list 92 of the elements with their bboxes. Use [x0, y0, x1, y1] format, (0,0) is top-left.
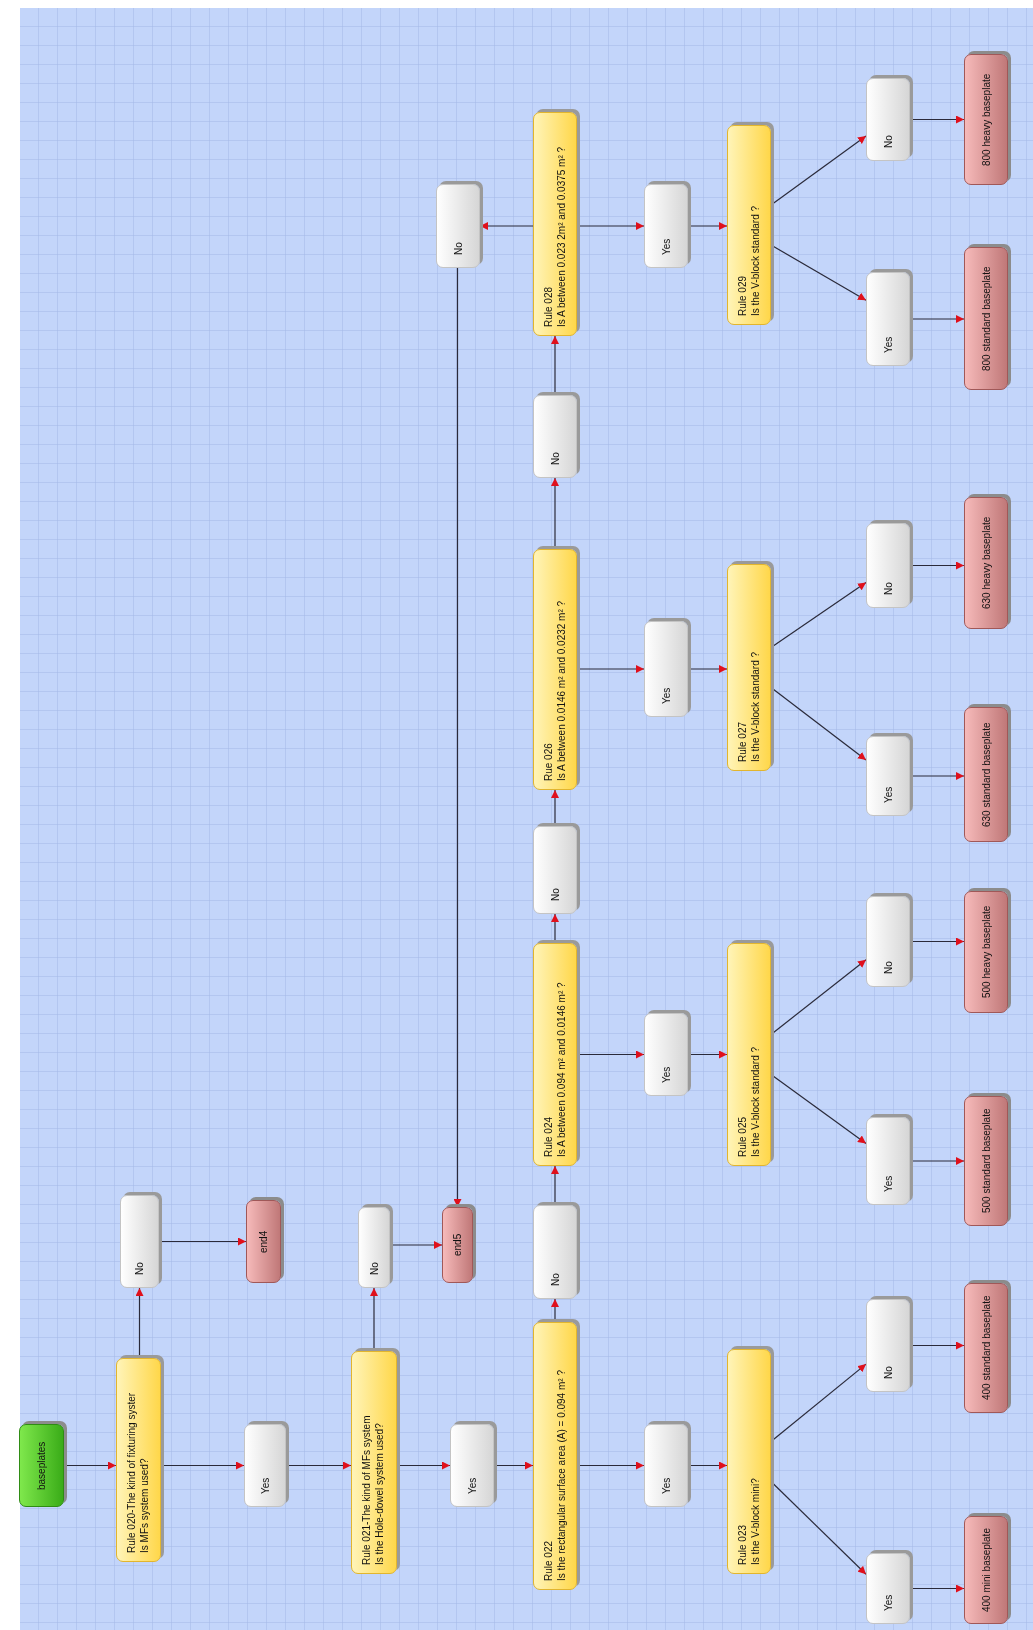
end-label: 630 standard baseplate — [979, 722, 993, 827]
start-terminal — [19, 1424, 64, 1507]
end-label: 630 heavy baseplate — [979, 516, 993, 610]
answer-label: No — [881, 582, 895, 595]
answer-box — [866, 896, 910, 987]
rule-heading: Rule 028 — [542, 286, 555, 327]
rule-question: Is A between 0.094 m² and 0.0146 m² ? — [555, 982, 568, 1157]
rule-question: Is MFs system used? — [138, 1458, 151, 1553]
answer-label: Yes — [465, 1477, 479, 1494]
answer-label: No — [548, 452, 562, 465]
answer-box — [866, 1299, 910, 1392]
end-label: 400 standard baseplate — [979, 1295, 993, 1401]
answer-label: No — [881, 1366, 895, 1379]
answer-label: No — [133, 1262, 146, 1275]
answer-label: Yes — [659, 1477, 673, 1494]
rule-question: Is A between 0.0146 m² and 0.0232 m² ? — [555, 600, 568, 781]
answer-label: No — [548, 888, 562, 901]
rule-question: Is the V-block standard ? — [749, 651, 762, 762]
answer-label: Yes — [659, 687, 673, 704]
end-terminal — [246, 1200, 281, 1283]
answer-label: No — [367, 1262, 381, 1275]
end-label: end5 — [451, 1233, 464, 1257]
decision-box — [533, 112, 577, 336]
rule-heading: Rule 025 — [736, 1116, 749, 1157]
answer-box — [866, 272, 910, 366]
decision-box — [727, 125, 771, 325]
end-terminal — [964, 891, 1008, 1013]
answer-label: Yes — [258, 1477, 272, 1494]
answer-label: Yes — [881, 1594, 895, 1611]
rule-heading: Rule 020-The kind of fixturing syster — [125, 1392, 138, 1553]
rule-heading: Rule 023 — [736, 1524, 749, 1565]
decision-box — [533, 943, 577, 1166]
end-label: 500 standard baseplate — [979, 1108, 993, 1214]
answer-box — [644, 1424, 688, 1507]
answer-box — [533, 395, 577, 478]
decision-box — [727, 1349, 771, 1574]
rule-heading: Rue 026 — [542, 743, 555, 781]
end-terminal — [964, 707, 1008, 842]
decision-box — [533, 1322, 577, 1590]
decision-box — [533, 549, 577, 790]
end-label: 500 heavy baseplate — [979, 905, 993, 999]
end-terminal — [964, 1096, 1008, 1226]
answer-label: Yes — [881, 336, 895, 353]
answer-box — [450, 1424, 494, 1507]
answer-label: No — [881, 961, 895, 974]
rule-question: Is the V-block mini? — [749, 1478, 762, 1565]
decision-box — [351, 1351, 397, 1574]
answer-box — [436, 184, 480, 268]
rule-heading: Rule 029 — [736, 275, 749, 316]
rule-heading: Rule 022 — [542, 1540, 555, 1581]
answer-box — [644, 621, 688, 717]
end-label: 800 heavy baseplate — [979, 73, 993, 166]
answer-box — [866, 523, 910, 608]
answer-label: No — [451, 242, 465, 255]
end-label: 800 standard baseplate — [979, 266, 993, 371]
end-label: 400 mini baseplate — [979, 1528, 993, 1612]
decision-box — [727, 564, 771, 771]
start-label: baseplates — [35, 1441, 48, 1490]
answer-label: No — [881, 135, 895, 148]
answer-box — [533, 826, 577, 914]
answer-label: Yes — [659, 238, 673, 255]
answer-label: Yes — [659, 1066, 673, 1083]
rule-heading: Rule 021-The kind of MFs system — [360, 1415, 373, 1565]
decision-box — [116, 1358, 161, 1562]
answer-box — [866, 736, 910, 816]
answer-box — [644, 1013, 688, 1096]
end-label: end4 — [257, 1230, 270, 1253]
answer-box — [244, 1424, 286, 1507]
rule-heading: Rule 027 — [736, 721, 749, 762]
answer-box — [644, 184, 688, 268]
end-terminal — [964, 497, 1008, 629]
rule-question: Is the V-block standard ? — [749, 205, 762, 316]
end-terminal — [964, 54, 1008, 185]
answer-label: Yes — [881, 1175, 895, 1192]
answer-box — [533, 1205, 577, 1299]
answer-box — [120, 1195, 159, 1288]
end-terminal — [964, 247, 1008, 390]
rule-heading: Rule 024 — [542, 1116, 555, 1157]
answer-box — [866, 1117, 910, 1205]
rule-question: Is the Hole-dowel system used? — [373, 1423, 386, 1565]
answer-box — [866, 1553, 910, 1624]
end-terminal — [964, 1283, 1008, 1413]
end-terminal — [964, 1516, 1008, 1624]
answer-label: Yes — [881, 786, 895, 803]
answer-box — [358, 1207, 390, 1288]
answer-label: No — [548, 1273, 562, 1286]
decision-box — [727, 943, 771, 1166]
rule-question: Is the V-block standard ? — [749, 1046, 762, 1157]
rule-question: Is A between 0.023 2m² and 0.0375 m² ? — [555, 146, 568, 327]
rule-question: Is the rectangular surface area (A) = 0.094 m² ? — [555, 1370, 568, 1581]
answer-box — [866, 78, 910, 161]
end-terminal — [442, 1207, 473, 1283]
